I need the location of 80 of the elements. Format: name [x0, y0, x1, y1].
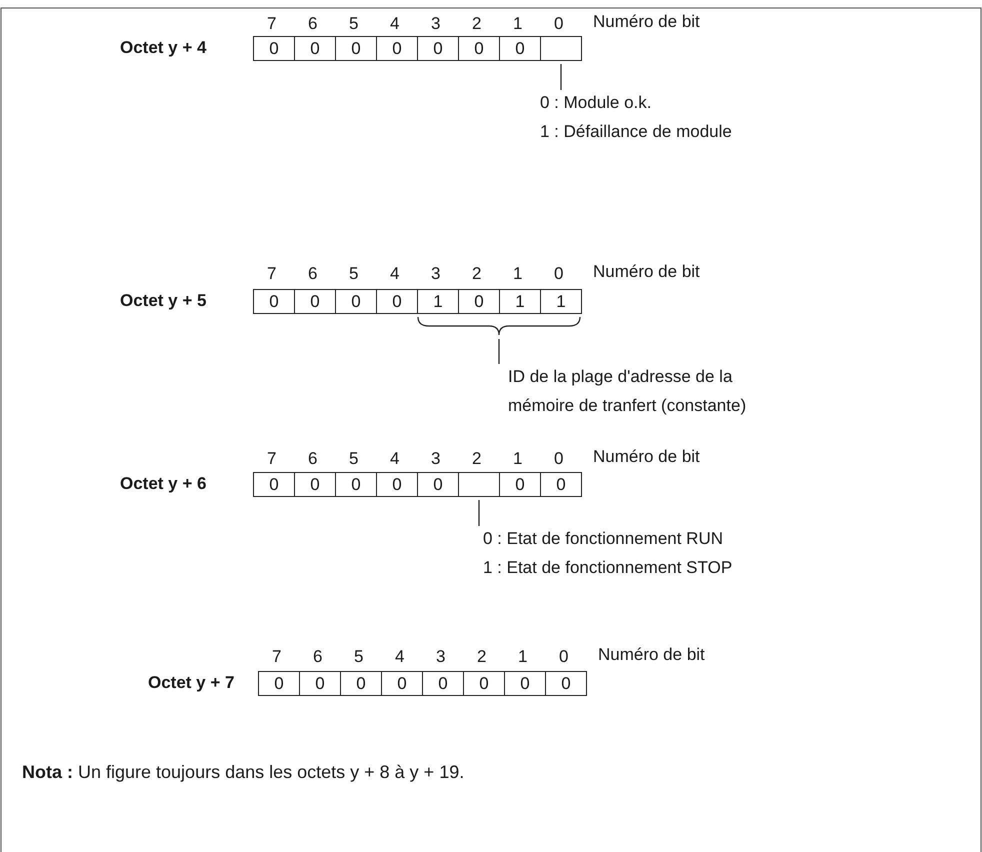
bit-cell: 1 [417, 289, 459, 314]
bit-cell: 0 [504, 671, 546, 696]
bit-number: 6 [313, 647, 322, 667]
bit-cell: 0 [458, 36, 500, 61]
bit-cell: 0 [376, 289, 418, 314]
bit-number: 4 [395, 647, 404, 667]
bit-number: 1 [513, 14, 522, 34]
description-text: 1 : Etat de fonctionnement STOP [483, 557, 734, 579]
bit-number: 3 [431, 14, 440, 34]
bit-cell: 1 [540, 289, 582, 314]
bit-number: 4 [390, 449, 400, 469]
bit-number-caption: Numéro de bit [593, 447, 700, 467]
bit-cell: 0 [499, 472, 541, 497]
byte-label: Octet y + 5 [120, 291, 206, 311]
bit-cell: 0 [294, 289, 336, 314]
bit-number: 7 [267, 14, 276, 34]
note-text: Nota : Un figure toujours dans les octets y + 8 à y + 19. [22, 762, 464, 782]
bit-cell: 0 [376, 36, 418, 61]
bit-cell: 0 [417, 36, 459, 61]
bit-number: 6 [308, 264, 318, 284]
byte-label: Octet y + 4 [120, 38, 206, 58]
bit-cell: 0 [540, 472, 582, 497]
bit-number: 2 [472, 264, 482, 284]
bit-number: 7 [267, 264, 276, 284]
bit-number: 3 [431, 449, 440, 469]
bit-number-caption: Numéro de bit [593, 12, 700, 32]
bit-number-caption: Numéro de bit [598, 645, 705, 665]
bit-number: 6 [308, 449, 318, 469]
bit-cell: 0 [376, 472, 418, 497]
bit-cell: 0 [253, 36, 295, 61]
bit-number: 6 [308, 14, 318, 34]
byte-label: Octet y + 6 [120, 474, 206, 494]
bit-number: 1 [518, 647, 528, 667]
bit-number: 1 [513, 264, 522, 284]
byte-label: Octet y + 7 [148, 673, 234, 693]
bit-number: 0 [554, 14, 564, 34]
bit-cell: 0 [340, 671, 382, 696]
bit-cell: 0 [422, 671, 464, 696]
bit-number: 2 [472, 14, 482, 34]
bit-cell: 0 [258, 671, 300, 696]
bit-number: 7 [272, 647, 282, 667]
bit-number: 5 [349, 14, 358, 34]
leader-line [478, 500, 480, 526]
bit-number-caption: Numéro de bit [593, 262, 700, 282]
bit-cell: 0 [335, 472, 377, 497]
bit-number: 7 [267, 449, 276, 469]
bit-cell: 0 [458, 289, 500, 314]
bit-number: 0 [559, 647, 568, 667]
bit-cell: 0 [335, 36, 377, 61]
description-text: 1 : Défaillance de module [540, 121, 733, 143]
bit-number: 2 [477, 647, 486, 667]
bit-number: 4 [390, 14, 400, 34]
bit-cell: 0 [253, 472, 295, 497]
description-text: ID de la plage d'adresse de la mémoire de tranfert (constante) [508, 366, 748, 417]
bit-number: 0 [554, 264, 564, 284]
bit-cell: 0 [294, 36, 336, 61]
leader-line [560, 64, 562, 90]
description-text: 0 : Etat de fonctionnement RUN [483, 528, 724, 550]
bit-cell: 0 [417, 472, 459, 497]
leader-line [498, 339, 500, 364]
bit-cell: 0 [294, 472, 336, 497]
bit-number: 1 [513, 449, 522, 469]
bit-number: 3 [436, 647, 446, 667]
bit-cell: 0 [253, 289, 295, 314]
bit-number: 3 [431, 264, 440, 284]
bit-number: 2 [472, 449, 482, 469]
bit-number: 0 [554, 449, 564, 469]
description-text: 0 : Module o.k. [540, 92, 653, 114]
bit-number: 5 [349, 264, 358, 284]
bit-cell: 1 [499, 289, 541, 314]
bit-cell: 0 [335, 289, 377, 314]
bit-cell: 0 [499, 36, 541, 61]
bit-cell: 0 [463, 671, 505, 696]
curly-brace [417, 316, 581, 336]
bit-number: 5 [354, 647, 364, 667]
bit-cell: 0 [545, 671, 587, 696]
bit-number: 4 [390, 264, 400, 284]
bit-cell: 0 [299, 671, 341, 696]
bit-number: 5 [349, 449, 358, 469]
bit-cell: 0 [381, 671, 423, 696]
